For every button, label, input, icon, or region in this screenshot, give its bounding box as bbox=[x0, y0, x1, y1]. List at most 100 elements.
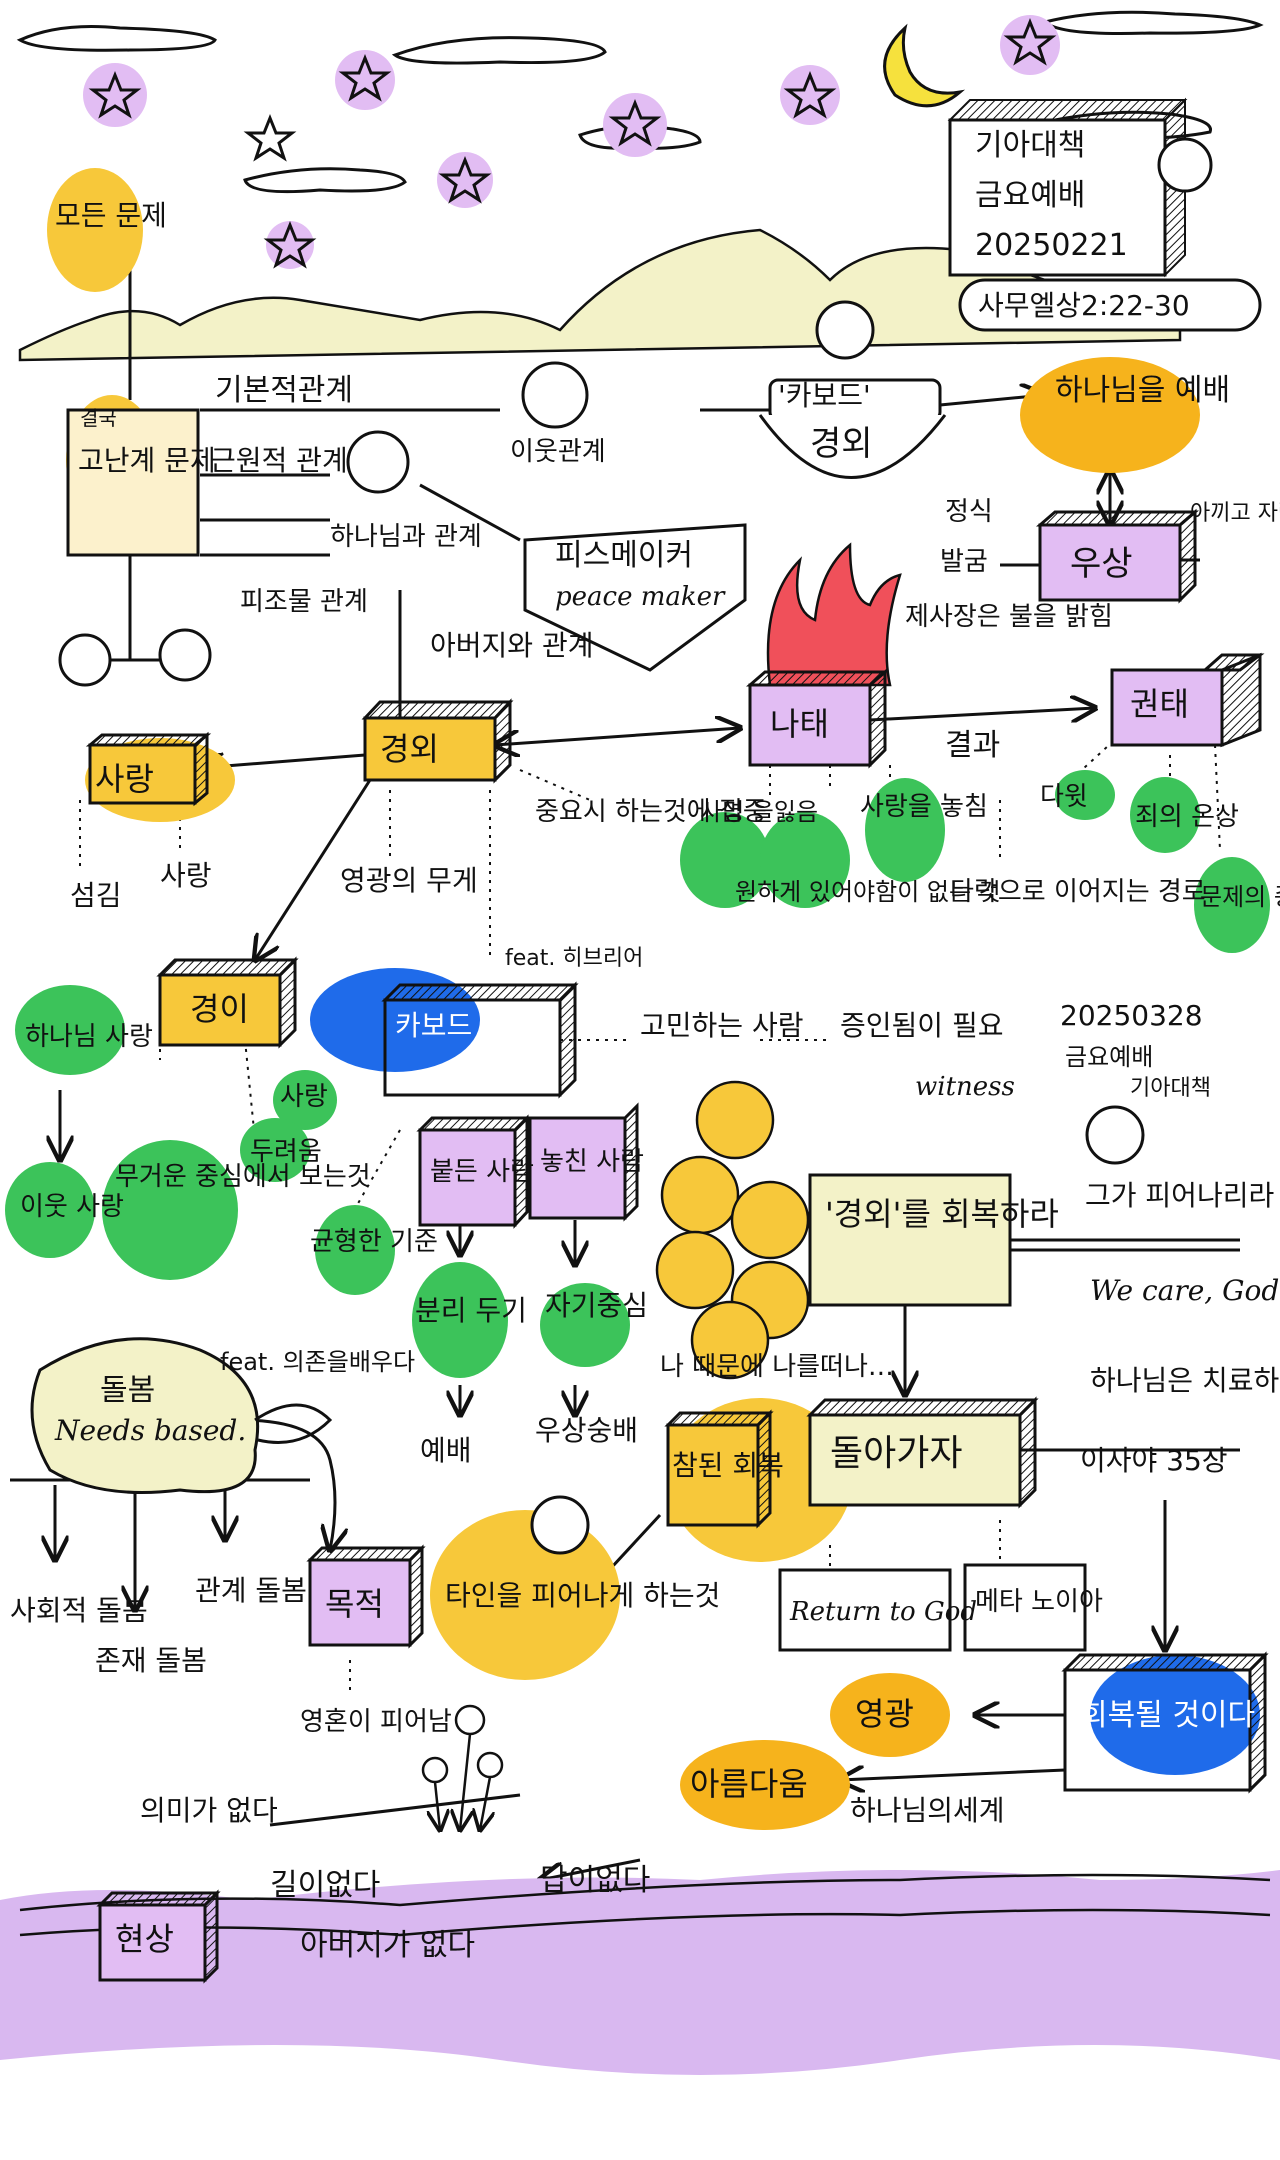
cloud-icon bbox=[395, 38, 605, 63]
smiley-face-icon bbox=[60, 635, 110, 685]
label-idol-worship: 우상숭배 bbox=[535, 1414, 638, 1447]
label-sin-top: 죄의 온상 bbox=[1135, 802, 1239, 832]
label-awe-center: 경외 bbox=[380, 730, 439, 768]
label-peacemaker-en: peace maker bbox=[555, 582, 726, 612]
smiley-face-icon bbox=[523, 363, 587, 427]
label-real-restore: 참된 회복 bbox=[672, 1449, 784, 1482]
label-wisdom-person: 고민하는 사람 bbox=[640, 1009, 803, 1042]
label-problems-all: 문제의 종합 bbox=[1200, 883, 1280, 911]
label-awe2: 경이 bbox=[190, 990, 249, 1028]
label-we-care: We care, God cure. bbox=[1090, 1274, 1280, 1307]
label-awe-top: 경외 bbox=[810, 424, 873, 464]
dotted-lines bbox=[80, 735, 1220, 1950]
label-restore-awe: '경외'를 회복하라 bbox=[825, 1195, 1059, 1233]
label-god-world: 하나님의세계 bbox=[850, 1794, 1005, 1827]
label-no-answer: 답이없다 bbox=[540, 1863, 650, 1898]
cloud-icon bbox=[245, 169, 405, 192]
label-missed: 놓친 사람 bbox=[540, 1147, 644, 1177]
label-separate: 분리 두기 bbox=[415, 1294, 527, 1327]
label-fear: 두려움 bbox=[250, 1137, 322, 1167]
label-kavod-top: '카보드' bbox=[778, 379, 871, 412]
label-love3: 사랑 bbox=[280, 1082, 328, 1112]
label-meaning-none: 의미가 없다 bbox=[140, 1794, 278, 1827]
title-box: 기아대책 금요예배 20250221 사무엘상2:22-30 bbox=[950, 100, 1260, 330]
label-worship2: 예배 bbox=[420, 1434, 472, 1467]
label-witness-en: witness bbox=[915, 1072, 1015, 1102]
title-line-3: 20250221 bbox=[975, 228, 1128, 263]
label-holding: 붙든 사람 bbox=[430, 1157, 534, 1187]
title-line-2: 금요예배 bbox=[975, 178, 1085, 213]
smiley-face-icon bbox=[817, 302, 873, 358]
label-phenomenon: 현상 bbox=[115, 1920, 174, 1958]
label-legit: 정식 bbox=[945, 497, 993, 527]
label-result: 결과 bbox=[945, 728, 1000, 763]
label-bloom-him: 그가 피어나리라 bbox=[1085, 1179, 1274, 1212]
label-spirit: 영광 bbox=[855, 1695, 914, 1733]
label-important-base: 균형한 기준 bbox=[310, 1227, 438, 1257]
title-line-1: 기아대책 bbox=[975, 128, 1085, 163]
label-worship-god: 하나님을 예배 bbox=[1055, 373, 1230, 408]
label-spirit-weight: 영광의 무게 bbox=[340, 864, 478, 897]
label-metanoia: 메타 노이아 bbox=[975, 1587, 1103, 1617]
label-neighbor-relation: 이웃관계 bbox=[510, 437, 606, 467]
label-fundamental-relation: 근원적 관계 bbox=[210, 444, 348, 477]
smiley-face-icon bbox=[160, 630, 210, 680]
label-all-problems: 모든 문제 bbox=[55, 199, 167, 232]
label-needs: Needs based. bbox=[54, 1414, 246, 1447]
label-will-restore: 회복될 것이다 bbox=[1080, 1698, 1255, 1733]
label-idol: 우상 bbox=[1070, 544, 1133, 584]
label-beauty: 아름다움 bbox=[690, 1765, 808, 1803]
label-decline: 권태 bbox=[1130, 685, 1189, 723]
label-date2-2: 금요예배 bbox=[1065, 1043, 1153, 1071]
smiley-face-icon bbox=[532, 1497, 588, 1553]
label-goal: 목적 bbox=[325, 1585, 384, 1623]
smiley-face-icon bbox=[1087, 1107, 1143, 1163]
label-self-love: 아끼고 자랑하고 뿌듯 bbox=[1190, 501, 1280, 526]
label-david: 다윗 bbox=[1040, 782, 1088, 812]
label-relation-problem: 고난계 문제 bbox=[78, 444, 216, 477]
star-icons bbox=[83, 15, 1060, 269]
label-god-love: 하나님 사랑 bbox=[25, 1022, 153, 1052]
star-icon bbox=[248, 118, 292, 158]
smiley-face-icon bbox=[1159, 139, 1211, 191]
label-soul-bloom: 영혼이 피어남 bbox=[300, 1707, 452, 1737]
label-lack-vision: 사명 을잃음 bbox=[700, 798, 818, 826]
label-peacemaker-ko: 피스메이커 bbox=[555, 538, 693, 573]
label-god-relation: 하나님과 관계 bbox=[330, 522, 482, 552]
label-date2-1: 20250328 bbox=[1060, 999, 1203, 1032]
label-nature-relation: 피조물 관계 bbox=[240, 587, 368, 617]
label-no-father: 아버지가 없다 bbox=[300, 1928, 475, 1963]
label-isaiah: 이사야 35장 bbox=[1080, 1444, 1228, 1477]
smiley-face-icon bbox=[348, 432, 408, 492]
label-feat-hebrew: feat. 히브리어 bbox=[505, 946, 643, 971]
label-kavod-value: 카보드 가중치 bbox=[395, 1009, 558, 1042]
label-care: 돌봄 bbox=[100, 1373, 155, 1408]
label-my-people: 나 때문에 나를떠나… bbox=[660, 1352, 894, 1382]
label-path: 타락으로 이어지는 경로 bbox=[950, 877, 1206, 907]
label-denied: 발굼 bbox=[940, 547, 988, 577]
label-self-center: 자기중심 bbox=[545, 1289, 648, 1322]
label-feat-obey: feat. 의존을배우다 bbox=[220, 1348, 415, 1376]
label-social-care: 사회적 돌봄 bbox=[10, 1594, 148, 1627]
label-relation-care: 관계 돌봄 bbox=[195, 1574, 307, 1607]
label-father-relation: 아버지와 관계 bbox=[430, 629, 593, 662]
label-basic-relation: 기본적관계 bbox=[215, 373, 353, 408]
label-serve: 섬김 bbox=[70, 879, 122, 912]
label-witness-need: 증인됨이 필요 bbox=[840, 1009, 1003, 1042]
label-return: 돌아가자 bbox=[830, 1433, 962, 1474]
cloud-icon bbox=[20, 27, 215, 51]
label-love: 사랑 bbox=[95, 760, 154, 798]
label-lose-love: 사랑을 놓침 bbox=[860, 792, 988, 822]
label-no-way: 길이없다 bbox=[270, 1868, 380, 1903]
label-others-bloom: 타인을 피어나게 하는것 bbox=[445, 1579, 720, 1612]
label-exist-care: 존재 돌봄 bbox=[95, 1644, 207, 1677]
label-heavy-view: 무거운 중심에서 보는것 bbox=[115, 1162, 371, 1192]
flame-icon bbox=[768, 545, 900, 685]
label-relation-problem-small: 결국 bbox=[80, 406, 117, 430]
label-date2-3: 기아대책 bbox=[1130, 1076, 1211, 1101]
label-laziness: 나태 bbox=[770, 705, 829, 743]
moon-icon bbox=[885, 28, 960, 106]
label-god-heals: 하나님은 치료하신다 bbox=[1090, 1364, 1280, 1397]
cloud-icon bbox=[1045, 12, 1260, 33]
